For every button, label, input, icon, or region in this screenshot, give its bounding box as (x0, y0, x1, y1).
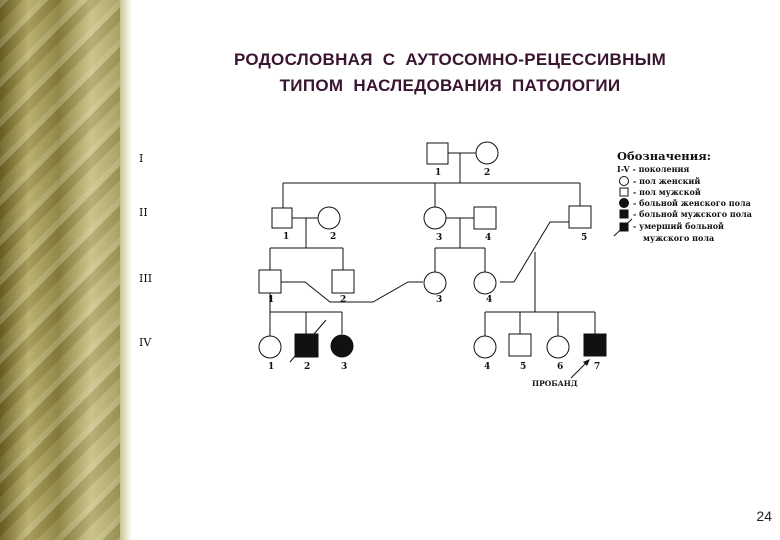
number-IV-5: 5 (520, 362, 526, 372)
pedigree-lines (269, 152, 596, 363)
proband-arrow-head (583, 359, 590, 366)
legend-row-deceased-cont: мужского пола (643, 233, 714, 243)
number-IV-2: 2 (304, 362, 310, 372)
number-II-4: 4 (485, 233, 491, 243)
slide-title-line-2: ТИПОМ НАСЛЕДОВАНИЯ ПАТОЛОГИИ (279, 76, 621, 95)
individual-IV-3-affected (330, 334, 354, 358)
number-I-1: 1 (435, 168, 441, 178)
individual-I-1 (426, 142, 449, 165)
individual-II-4 (473, 206, 497, 230)
legend-row-deceased: - умерший больной (633, 221, 724, 231)
proband-label: ПРОБАНД (532, 379, 578, 388)
individual-III-1 (258, 269, 282, 294)
legend-row-male: - пол мужской (633, 187, 701, 197)
legend-row-female: - пол женский (633, 176, 700, 186)
individual-II-1 (271, 207, 293, 229)
slide-title-line-1: РОДОСЛОВНАЯ С АУТОСОМНО-РЕЦЕССИВНЫМ (233, 50, 667, 69)
number-III-1: 1 (268, 295, 274, 305)
number-IV-1: 1 (268, 362, 274, 372)
number-II-3: 3 (436, 233, 442, 243)
legend-square-open-icon (619, 187, 629, 197)
individual-IV-2-deceased-affected (294, 333, 319, 358)
individual-IV-5 (508, 333, 532, 357)
individual-III-3 (423, 271, 447, 295)
legend-row-affected-female: - больной женского пола (633, 198, 751, 208)
number-II-5: 5 (581, 233, 587, 243)
number-IV-6: 6 (557, 362, 563, 372)
generation-label-III: III (139, 272, 152, 285)
legend-circle-filled-icon (619, 198, 629, 208)
individual-II-3 (423, 206, 447, 230)
generation-label-II: II (139, 206, 148, 219)
individual-IV-1 (258, 335, 282, 359)
number-IV-4: 4 (484, 362, 490, 372)
generation-label-I: I (139, 152, 143, 165)
page-number: 24 (756, 508, 772, 524)
number-III-3: 3 (436, 295, 442, 305)
number-II-1: 1 (283, 232, 289, 242)
legend-row-affected-male: - больной мужского пола (633, 209, 752, 219)
number-III-4: 4 (486, 295, 492, 305)
legend-circle-open-icon (619, 176, 629, 186)
generation-label-IV: IV (139, 336, 152, 349)
slide-canvas (132, 0, 780, 540)
number-IV-7: 7 (594, 362, 600, 372)
number-IV-3: 3 (341, 362, 347, 372)
legend-row-generations: I-V - поколения (617, 164, 689, 174)
individual-III-4 (473, 271, 497, 295)
individual-II-2 (317, 206, 341, 230)
decorative-left-border (0, 0, 130, 540)
individual-IV-7-proband (583, 333, 607, 357)
border-edge (120, 0, 132, 540)
individual-III-2 (331, 269, 355, 294)
legend-square-filled-icon (619, 209, 629, 219)
number-II-2: 2 (330, 232, 336, 242)
individual-IV-4 (473, 335, 497, 359)
legend-title: Обозначения: (617, 149, 711, 163)
number-I-2: 2 (484, 168, 490, 178)
number-III-2: 2 (340, 295, 346, 305)
individual-II-5 (568, 205, 592, 229)
individual-IV-6 (546, 335, 570, 359)
legend-deceased-slash-icon (613, 218, 633, 237)
individual-I-2 (475, 141, 499, 165)
legend: Обозначения: I-V - поколения - пол женск… (613, 149, 752, 243)
